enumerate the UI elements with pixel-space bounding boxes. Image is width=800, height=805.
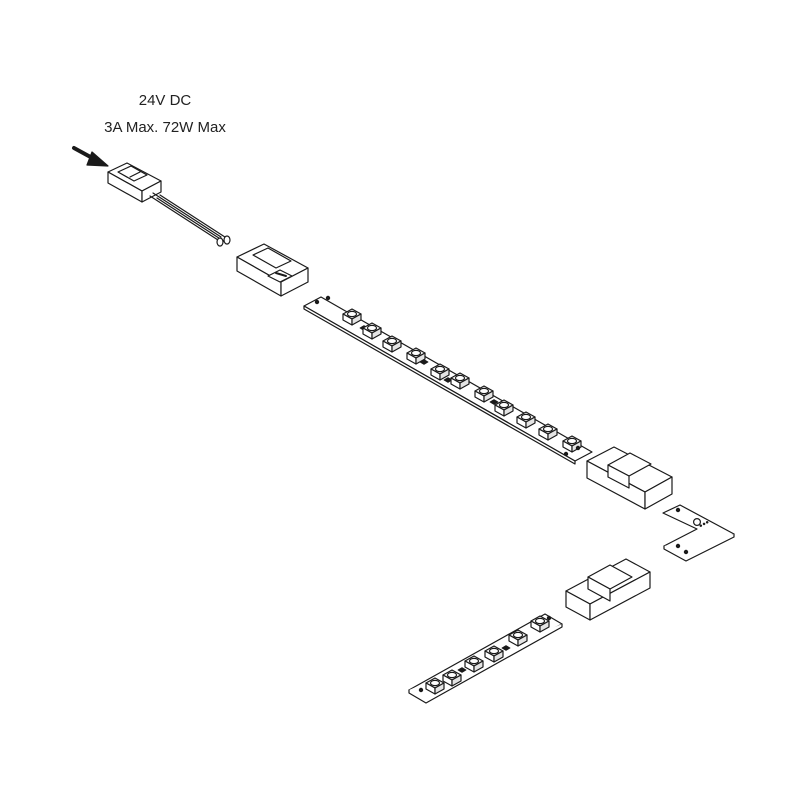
svg-text:●●●: ●●● [698, 519, 711, 530]
power-input-plug [107, 162, 231, 247]
led-strip-main [303, 295, 593, 465]
power-rating-label: 3A Max. 72W Max [104, 119, 226, 136]
strip-connector-middle [586, 446, 673, 510]
strip-connector-start [236, 243, 309, 297]
voltage-label: 24V DC [138, 92, 192, 109]
strip-connector-lower [565, 558, 651, 621]
arrow-right-down-icon [72, 146, 109, 167]
corner-connector-board: ●●● [662, 504, 735, 562]
led-strip-short [408, 613, 563, 704]
